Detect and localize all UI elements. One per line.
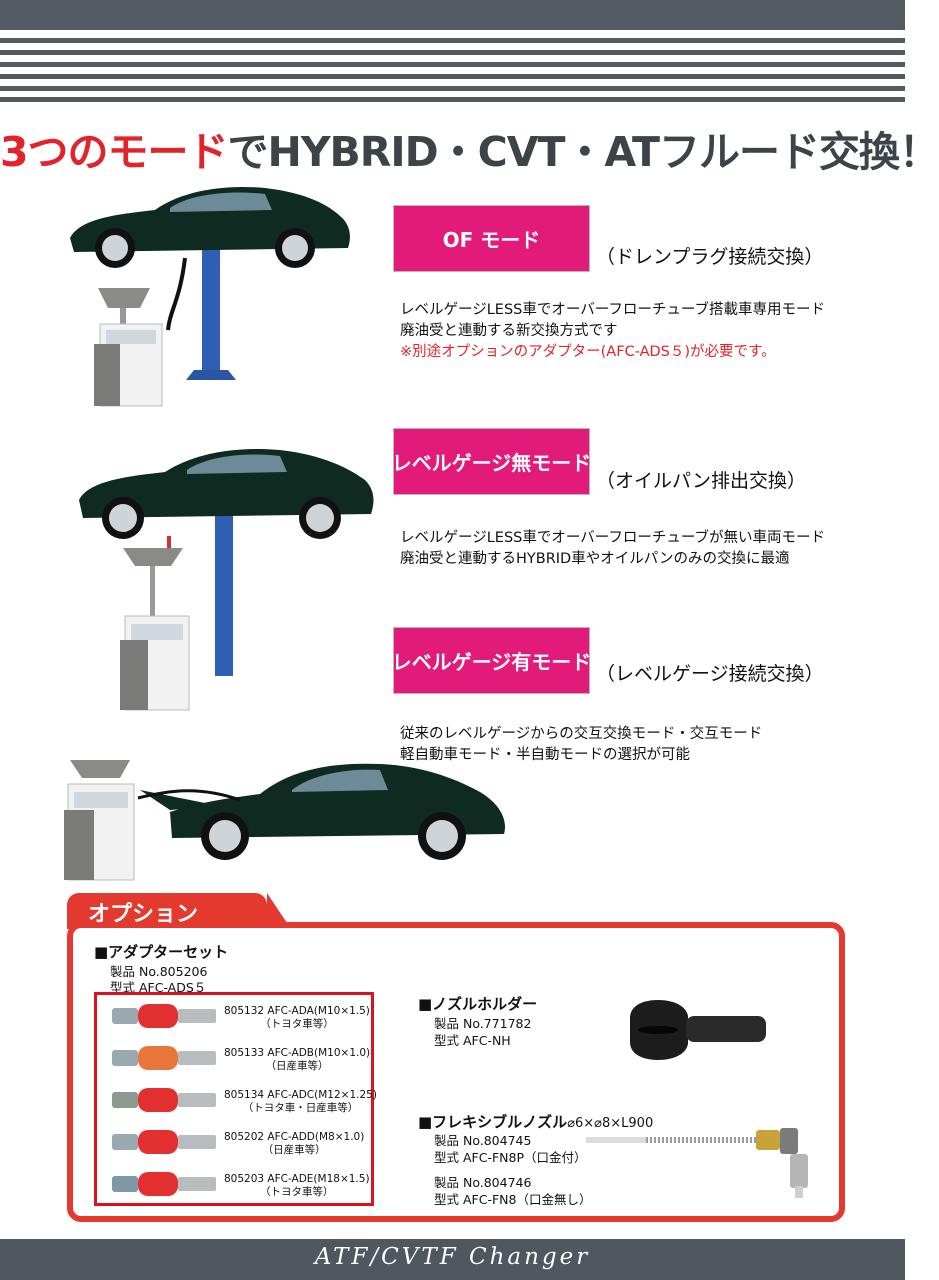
footer-bar [0, 1239, 905, 1280]
no-gauge-mode-subtitle: （オイルパン排出交換） [596, 470, 806, 492]
adapter-item: 805132 AFC-ADA(M10×1.5)（トヨタ車等） [224, 1005, 370, 1030]
adapter-set-model: 型式 AFC-ADS５ [110, 980, 207, 995]
of-mode-description: レベルゲージLESS車でオーバーフローチューブ搭載車専用モード 廃油受と連動する… [400, 300, 825, 363]
title-rest: でHYBRID・CVT・ATフルード交換！ [227, 128, 939, 176]
nozzle-holder-product-no: 製品 No.771782 [434, 1016, 532, 1031]
adapter-item: 805203 AFC-ADE(M18×1.5)（トヨタ車等） [224, 1173, 370, 1198]
flexible-nozzle-product-no-1: 製品 No.804745 [434, 1133, 532, 1148]
gauge-mode-description: 従来のレベルゲージからの交互交換モード・交互モード 軽自動車モード・半自動モード… [400, 726, 763, 763]
flexible-nozzle-heading: ■フレキシブルノズル⌀6×⌀8×L900 [418, 1113, 654, 1131]
header-stripes [0, 0, 905, 102]
gauge-mode-subtitle: （レベルゲージ接続交換） [596, 663, 824, 685]
gauge-mode-badge: レベルゲージ有モード [392, 627, 591, 694]
adapter-item: 805202 AFC-ADD(M8×1.0)（日産車等） [224, 1131, 365, 1156]
nozzle-holder-image [630, 1000, 766, 1060]
flexible-nozzle-model-1: 型式 AFC-FN8P（口金付） [434, 1150, 587, 1165]
gauge-mode-illustration [64, 760, 505, 881]
adapter-set-heading: ■アダプターセット [94, 943, 229, 961]
no-gauge-mode-badge: レベルゲージ無モード [392, 428, 591, 495]
nozzle-holder-heading: ■ノズルホルダー [418, 995, 538, 1013]
footer-text: ATF/CVTF Changer [314, 1244, 591, 1270]
of-mode-subtitle: （ドレンプラグ接続交換） [596, 246, 824, 268]
flexible-nozzle-image [586, 1128, 808, 1198]
flexible-nozzle-product-no-2: 製品 No.804746 [434, 1175, 532, 1190]
title-accent: 3つのモード [0, 128, 229, 176]
nozzle-holder-model: 型式 AFC-NH [434, 1033, 511, 1048]
no-gauge-mode-illustration [79, 448, 374, 711]
no-gauge-mode-description: レベルゲージLESS車でオーバーフローチューブが無い車両モード 廃油受と連動する… [400, 530, 825, 567]
adapter-warning: ※別途オプションのアダプター(AFC-ADS５)が必要です。 [400, 344, 776, 360]
page-title: 3つのモードでHYBRID・CVT・ATフルード交換！ [0, 118, 939, 178]
of-mode-illustration [70, 186, 350, 407]
of-mode-badge: OF モード [393, 205, 590, 272]
adapter-images [112, 1004, 216, 1196]
option-title: オプション [88, 902, 199, 927]
adapter-item: 805134 AFC-ADC(M12×1.25)（トヨタ車・日産車等） [224, 1089, 377, 1114]
adapter-item: 805133 AFC-ADB(M10×1.0)（日産車等） [224, 1047, 371, 1072]
flexible-nozzle-model-2: 型式 AFC-FN8（口金無し） [434, 1192, 592, 1207]
adapter-set-product-no: 製品 No.805206 [110, 964, 208, 979]
